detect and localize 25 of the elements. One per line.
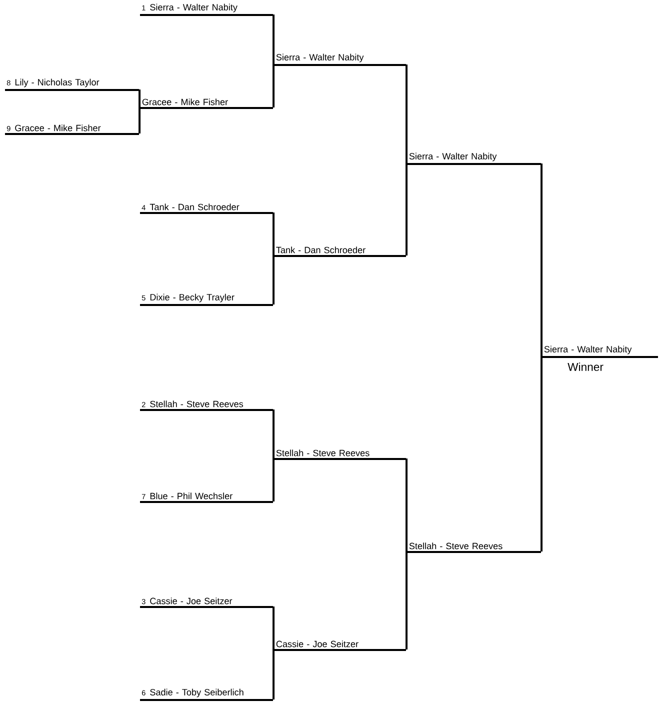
bracket-slot: Sierra - Walter Nabity	[273, 54, 406, 66]
bracket-connector	[405, 64, 408, 164]
bracket-connector	[540, 356, 543, 552]
bracket-slot: Stellah - Steve Reeves	[406, 542, 541, 553]
bracket-slot: Gracee - Mike Fisher	[139, 98, 273, 109]
bracket-connector	[138, 90, 141, 108]
bracket-connector	[405, 550, 408, 650]
bracket-connector	[272, 212, 275, 256]
bracket-slot: Cassie - Joe Seitzer	[273, 640, 406, 651]
bracket-slot: Sierra - Walter Nabity	[541, 346, 658, 358]
bracket-connector	[272, 606, 275, 650]
bracket-connector	[272, 14, 275, 66]
bracket-connector	[405, 458, 408, 552]
bracket-slot: Stellah - Steve Reeves	[273, 450, 406, 460]
bracket-slot: Tank - Dan Schroeder	[273, 246, 406, 257]
bracket-connector	[405, 162, 408, 256]
bracket-connector	[272, 458, 275, 502]
bracket-connector	[272, 410, 275, 460]
winner-label: Winner	[568, 362, 604, 371]
bracket-connector	[272, 254, 275, 304]
bracket-slot: Sierra - Walter Nabity	[406, 152, 541, 165]
bracket-connector	[138, 106, 141, 134]
bracket-connector	[272, 648, 275, 700]
bracket-connector	[272, 64, 275, 108]
bracket-connector	[540, 164, 543, 358]
